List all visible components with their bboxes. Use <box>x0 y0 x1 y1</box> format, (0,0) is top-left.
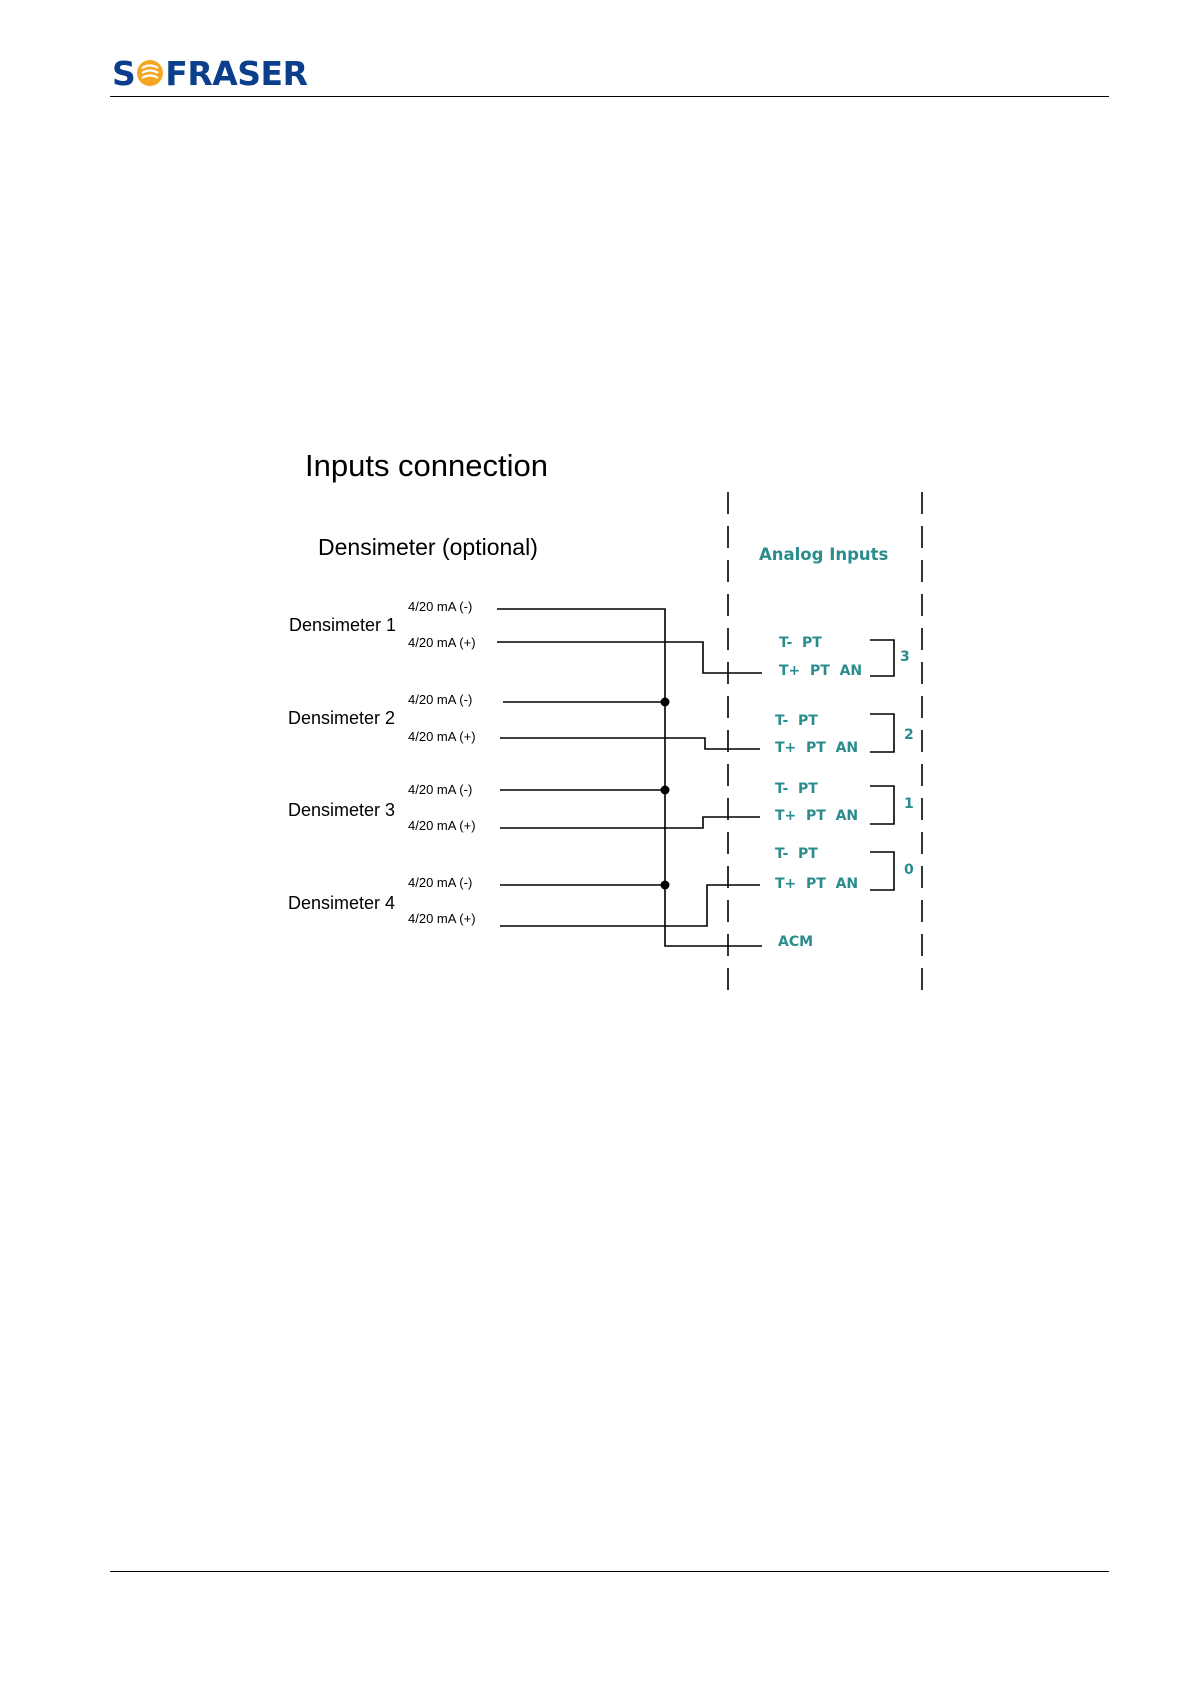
input-0-pos-terminal: T+ PT AN <box>775 876 858 892</box>
densimeter-2-label: Densimeter 2 <box>288 708 395 729</box>
input-2-number: 2 <box>904 727 914 743</box>
acm-terminal: ACM <box>778 934 813 950</box>
input-3-pos-terminal: T+ PT AN <box>779 663 862 679</box>
input-1-pos-terminal: T+ PT AN <box>775 808 858 824</box>
input-3-neg-terminal: T- PT <box>779 635 822 651</box>
input-2-neg-terminal: T- PT <box>775 713 818 729</box>
densimeter-1-pos-wire <box>497 642 762 673</box>
densimeter-3-pos-label: 4/20 mA (+) <box>408 818 476 833</box>
densimeter-3-pos-wire <box>500 817 760 828</box>
densimeter-1-pos-label: 4/20 mA (+) <box>408 635 476 650</box>
input-2-pos-terminal: T+ PT AN <box>775 740 858 756</box>
input-0-bracket <box>870 852 894 890</box>
densimeter-1-label: Densimeter 1 <box>289 615 396 636</box>
footer-rule <box>110 1571 1109 1572</box>
terminal-block-title: Analog Inputs <box>759 545 888 564</box>
densimeter-4-pos-label: 4/20 mA (+) <box>408 911 476 926</box>
input-1-neg-terminal: T- PT <box>775 781 818 797</box>
densimeter-4-pos-wire <box>500 885 760 926</box>
input-3-number: 3 <box>900 649 910 665</box>
densimeter-3-label: Densimeter 3 <box>288 800 395 821</box>
densimeter-1-neg-label: 4/20 mA (-) <box>408 599 472 614</box>
junction-dot <box>661 881 670 890</box>
input-1-bracket <box>870 786 894 824</box>
input-1-number: 1 <box>904 796 914 812</box>
input-2-bracket <box>870 714 894 752</box>
input-3-bracket <box>870 640 894 676</box>
common-bus-wire <box>497 609 762 946</box>
densimeter-2-neg-label: 4/20 mA (-) <box>408 692 472 707</box>
densimeter-2-pos-label: 4/20 mA (+) <box>408 729 476 744</box>
junction-dot <box>661 698 670 707</box>
densimeter-2-pos-wire <box>500 738 760 749</box>
junction-dot <box>661 786 670 795</box>
input-0-number: 0 <box>904 862 914 878</box>
densimeter-3-neg-label: 4/20 mA (-) <box>408 782 472 797</box>
input-0-neg-terminal: T- PT <box>775 846 818 862</box>
densimeter-4-neg-label: 4/20 mA (-) <box>408 875 472 890</box>
densimeter-4-label: Densimeter 4 <box>288 893 395 914</box>
